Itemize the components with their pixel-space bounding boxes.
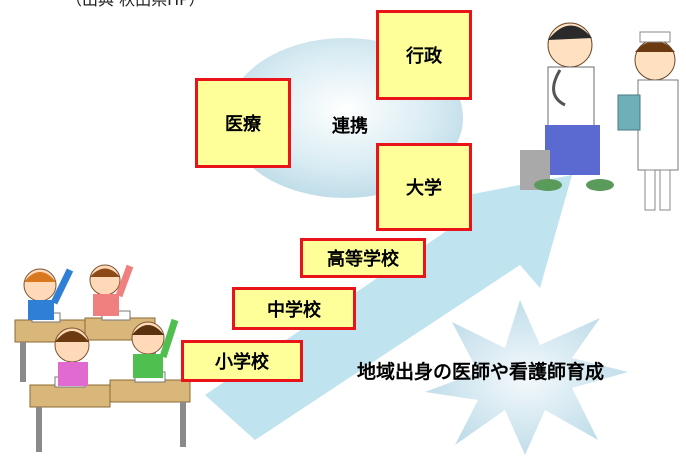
source-caption: （出典 秋田県HP） — [66, 0, 205, 10]
box-sho-gakko-label: 小学校 — [215, 352, 269, 373]
box-koto-gakko: 高等学校 — [300, 238, 426, 278]
box-daigaku: 大学 — [376, 143, 472, 231]
box-daigaku-label: 大学 — [406, 178, 442, 199]
box-chu-gakko-label: 中学校 — [267, 299, 321, 321]
renkei-label: 連携 — [332, 116, 368, 137]
students-illustration — [14, 264, 191, 452]
box-iryo-label: 医療 — [225, 114, 261, 135]
burst-caption: 地域出身の医師や看護師育成 — [357, 361, 605, 383]
box-koto-gakko-label: 高等学校 — [327, 249, 399, 270]
burst-shape — [425, 300, 628, 455]
box-gyosei: 行政 — [376, 10, 472, 100]
box-gyosei-label: 行政 — [406, 46, 442, 67]
doctor-nurse-illustration — [520, 22, 679, 211]
box-chu-gakko: 中学校 — [232, 287, 356, 330]
box-sho-gakko: 小学校 — [181, 340, 303, 382]
box-iryo: 医療 — [195, 78, 291, 168]
